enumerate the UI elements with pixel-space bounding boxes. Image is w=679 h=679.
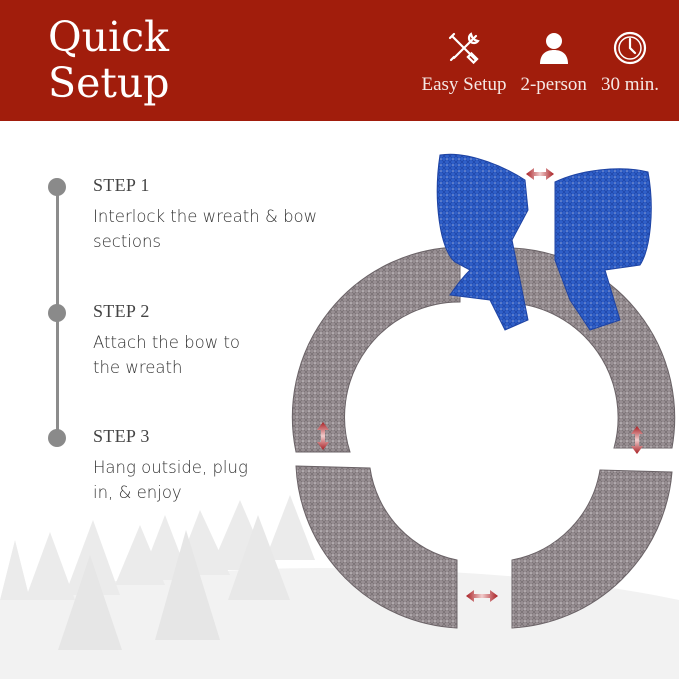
step-dot (48, 178, 66, 196)
header-banner: Quick Setup Easy Setup 2-person 3 (0, 0, 679, 121)
step-description: Interlock the wreath & bow sections (93, 207, 318, 251)
feature-label: 2-person (520, 74, 587, 95)
page-title: Quick Setup (48, 14, 169, 106)
arrow-bow-connect (526, 168, 554, 180)
feature-easy-setup: Easy Setup (421, 30, 506, 96)
feature-list: Easy Setup 2-person 30 min. (407, 30, 659, 96)
wreath-section-top-left (291, 246, 461, 453)
feature-label: Easy Setup (421, 74, 507, 95)
clock-icon (613, 31, 647, 65)
wreath-section-bottom-left (295, 465, 458, 629)
step-description: Attach the bow to the wreath (93, 333, 241, 377)
content-area: STEP 1 Interlock the wreath & bow sectio… (0, 121, 679, 679)
step-dot (48, 429, 66, 447)
title-line-2: Setup (48, 59, 170, 107)
feature-2-person: 2-person (520, 30, 587, 96)
feature-label: 30 min. (600, 74, 659, 95)
step-title: STEP 3 (93, 426, 150, 446)
step-dot (48, 304, 66, 322)
feature-30-min: 30 min. (601, 30, 659, 96)
tools-icon (448, 32, 480, 65)
arrow-right-connect (631, 426, 643, 454)
trees-background (0, 495, 679, 679)
arrow-left-connect (317, 422, 329, 450)
bow-left-half (436, 153, 529, 331)
step-title: STEP 2 (93, 301, 150, 321)
wreath-illustration (0, 153, 679, 679)
step-title: STEP 1 (93, 175, 150, 195)
step-description: Hang outside, plug in, & enjoy (93, 458, 248, 502)
person-icon (539, 33, 568, 64)
bow-right-half (554, 168, 652, 331)
wreath-section-bottom-right (511, 469, 673, 629)
title-line-1: Quick (48, 13, 169, 61)
arrow-bottom-connect (466, 590, 498, 602)
